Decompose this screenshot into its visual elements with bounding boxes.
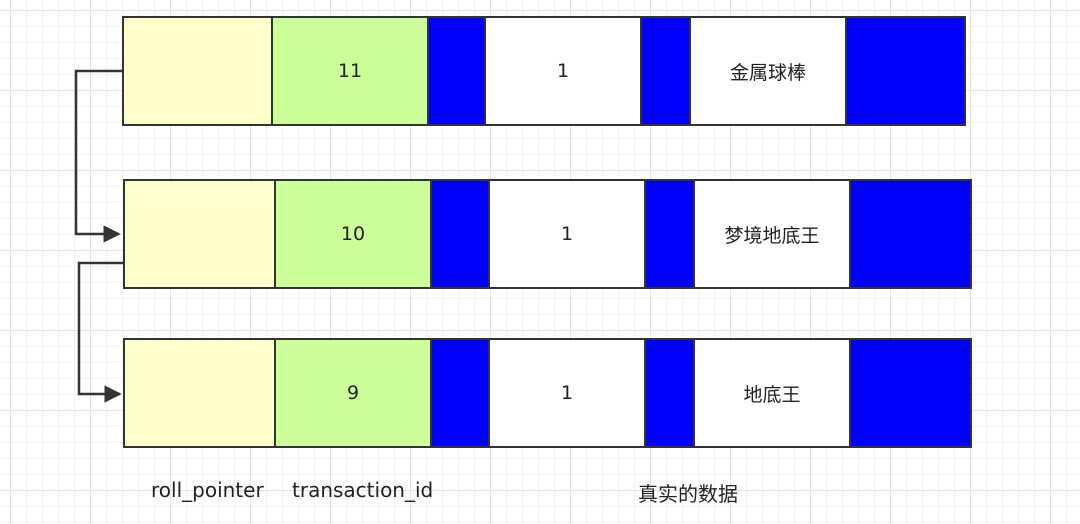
value-cell: 1 (490, 340, 646, 446)
transaction-id-label: transaction_id (292, 478, 434, 502)
roll-pointer-label: roll_pointer (151, 478, 264, 502)
real-data-label: 真实的数据 (638, 482, 738, 506)
name-cell: 梦境地底王 (695, 181, 851, 287)
separator-block (646, 181, 695, 287)
roll-pointer-cell (125, 340, 276, 446)
separator-block (429, 18, 486, 124)
separator-block (642, 18, 691, 124)
transaction-id-cell: 10 (276, 181, 432, 287)
transaction-id-cell: 9 (276, 340, 432, 446)
roll-pointer-arrow-1-to-2 (77, 261, 123, 403)
separator-block (851, 181, 970, 287)
roll-pointer-cell (124, 18, 273, 124)
value-cell: 1 (490, 181, 646, 287)
separator-block (432, 340, 490, 446)
separator-block (432, 181, 490, 287)
roll-pointer-arrow-0-to-1 (74, 69, 122, 243)
name-cell: 地底王 (695, 340, 851, 446)
separator-block (646, 340, 695, 446)
undo-record-1: 10 1 梦境地底王 (123, 179, 972, 289)
separator-block (851, 340, 970, 446)
undo-record-2: 9 1 地底王 (123, 338, 972, 448)
transaction-id-cell: 11 (273, 18, 429, 124)
name-cell: 金属球棒 (691, 18, 847, 124)
undo-record-0: 11 1 金属球棒 (122, 16, 966, 126)
value-cell: 1 (486, 18, 642, 124)
roll-pointer-cell (125, 181, 276, 287)
separator-block (847, 18, 964, 124)
